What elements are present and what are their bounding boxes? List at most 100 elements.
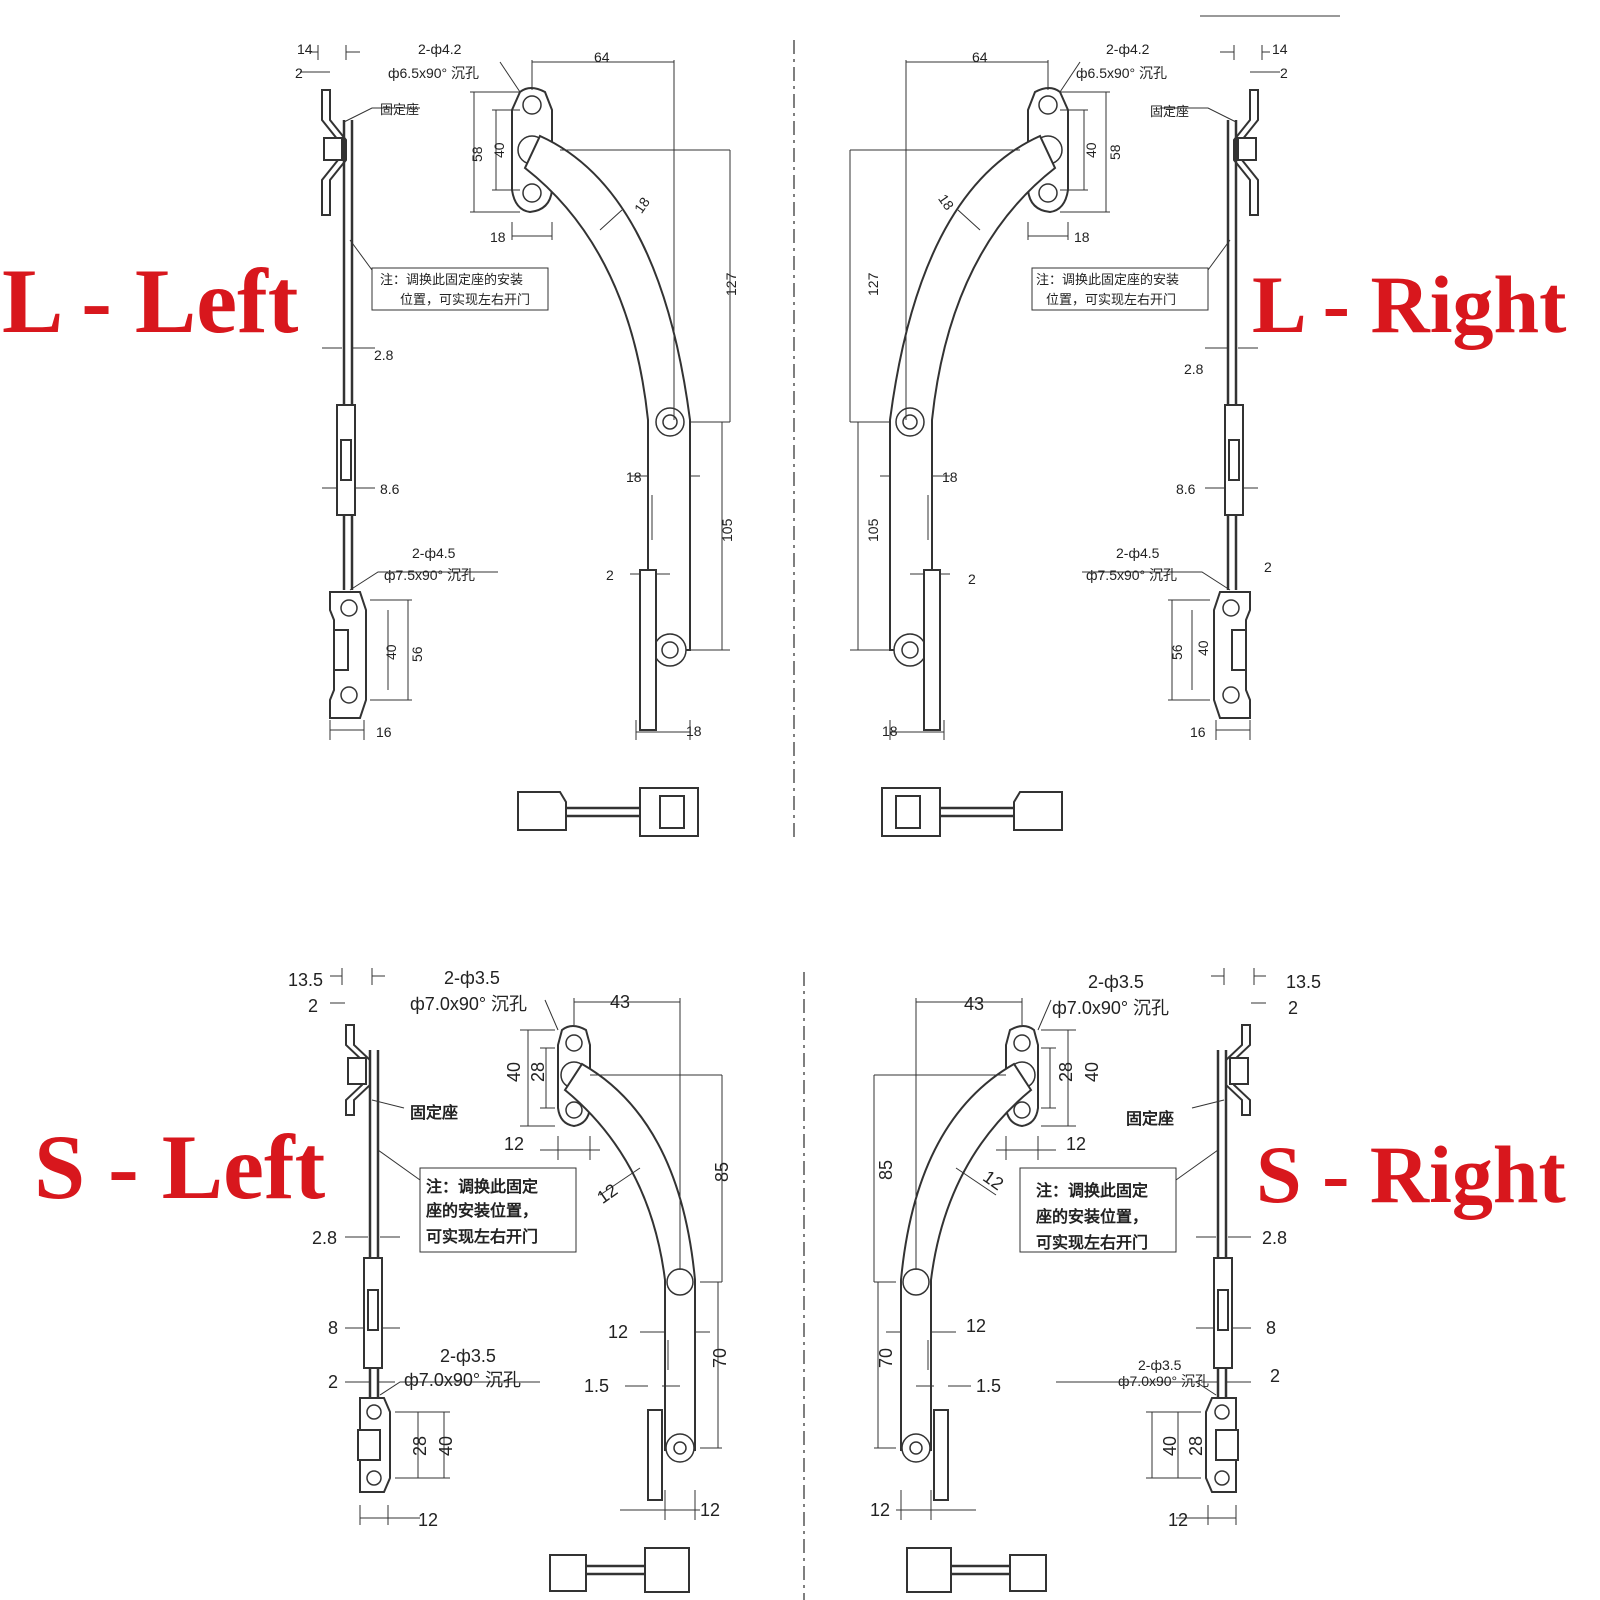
dim-40-side: 40	[1195, 640, 1211, 656]
dim-40-arm: 40	[1083, 142, 1099, 158]
hole-top-spec-1: 2-ф3.5	[1088, 972, 1144, 992]
dim-2: 2	[1280, 65, 1288, 81]
dim-13-5: 13.5	[1286, 972, 1321, 992]
seat-label: 固定座	[1126, 1109, 1174, 1128]
label-s-left: S - Left	[34, 1116, 326, 1218]
dim-8: 8	[328, 1318, 338, 1338]
s-right-drawing: 13.5 2 固定座 注：调换此固定 座的安装位置， 可实现左右开门 2.8 8…	[870, 966, 1321, 1594]
seat-label: 固定座	[410, 1103, 458, 1122]
dim-13-5: 13.5	[288, 970, 323, 990]
dim-127: 127	[723, 272, 739, 296]
label-s-right: S - Right	[1256, 1129, 1566, 1220]
hole-top-spec-1: 2-ф3.5	[444, 968, 500, 988]
dim-12-side: 12	[1168, 1510, 1188, 1530]
dim-40-side: 40	[436, 1436, 456, 1456]
note-line-2: 位置，可实现左右开门	[1046, 293, 1176, 308]
dim-58: 58	[469, 146, 485, 162]
dim-12-base: 12	[1066, 1134, 1086, 1154]
hole-bottom-spec-2: ф7.5x90° 沉孔	[1086, 567, 1177, 583]
dim-2-bracket: 2	[606, 567, 614, 583]
seat-label: 固定座	[1150, 105, 1189, 120]
dim-40-arm: 40	[504, 1062, 524, 1082]
note-line-1: 注：调换此固定座的安装	[1036, 272, 1179, 288]
dim-40-arm: 40	[1082, 1062, 1102, 1082]
label-l-left: L - Left	[2, 250, 299, 352]
dim-2-side: 2	[1270, 1366, 1280, 1386]
l-right-drawing: 14 2 固定座 注：调换此固定座的安装 位置，可实现左右开门 2.8 8.6 …	[848, 41, 1288, 838]
dim-70: 70	[876, 1348, 896, 1368]
hole-top-spec-2: ф6.5x90° 沉孔	[1076, 65, 1167, 81]
note-line-3: 可实现左右开门	[426, 1227, 538, 1246]
note-line-2: 位置，可实现左右开门	[400, 293, 530, 308]
dim-64: 64	[594, 49, 610, 65]
l-left-drawing: 14 2 固定座 注：调换此固定座的安装 位置，可实现左右开门 2.8 8.6 …	[295, 41, 739, 838]
dim-2-side: 2	[328, 1372, 338, 1392]
hole-bottom-spec-1: 2-ф4.5	[1116, 545, 1160, 561]
dim-2-8: 2.8	[312, 1228, 337, 1248]
hole-top-spec-1: 2-ф4.2	[1106, 41, 1150, 57]
dim-12-side: 12	[418, 1510, 438, 1530]
note-line-3: 可实现左右开门	[1036, 1233, 1148, 1252]
dim-2: 2	[295, 65, 303, 81]
dim-8-6: 8.6	[380, 481, 400, 497]
dim-12-arm: 12	[979, 1166, 1007, 1194]
dim-1-5: 1.5	[976, 1376, 1001, 1396]
note-line-1: 注：调换此固定座的安装	[380, 272, 523, 288]
dim-14: 14	[297, 41, 313, 57]
dim-8: 8	[1266, 1318, 1276, 1338]
dim-18-mid: 18	[626, 469, 642, 485]
dim-18-arm: 18	[631, 194, 653, 216]
hole-top-spec-2: ф6.5x90° 沉孔	[388, 65, 479, 81]
dim-105: 105	[719, 518, 735, 542]
note-line-1: 注：调换此固定	[1036, 1181, 1148, 1200]
dim-18-base: 18	[1074, 229, 1090, 245]
label-l-right: L - Right	[1252, 259, 1566, 350]
dim-18-bottom: 18	[882, 723, 898, 739]
dim-1-5: 1.5	[584, 1376, 609, 1396]
dim-43: 43	[610, 992, 630, 1012]
dim-2-bracket-side: 2	[1264, 559, 1272, 575]
hole-top-spec-2: ф7.0x90° 沉孔	[1052, 998, 1169, 1018]
dim-56: 56	[409, 646, 425, 662]
dim-8-6: 8.6	[1176, 481, 1196, 497]
dim-18-bottom: 18	[686, 723, 702, 739]
hole-bottom-spec-2: ф7.0x90° 沉孔	[404, 1370, 521, 1390]
dim-12-base: 12	[504, 1134, 524, 1154]
dim-2: 2	[308, 996, 318, 1016]
dim-56: 56	[1169, 644, 1185, 660]
dim-58: 58	[1107, 144, 1123, 160]
dim-2-bracket: 2	[968, 571, 976, 587]
hole-bottom-spec-1: 2-ф3.5	[440, 1346, 496, 1366]
dim-28-arm: 28	[528, 1062, 548, 1082]
dim-2-8: 2.8	[1184, 361, 1204, 377]
hole-top-spec-1: 2-ф4.2	[418, 41, 462, 57]
note-line-2: 座的安装位置，	[1035, 1207, 1148, 1226]
note-line-2: 座的安装位置，	[425, 1201, 538, 1220]
note-line-1: 注：调换此固定	[426, 1177, 538, 1196]
s-left-drawing: 13.5 2 固定座 注：调换此固定 座的安装位置， 可实现左右开门 2.8 8…	[288, 966, 732, 1594]
dim-2-8: 2.8	[374, 347, 394, 363]
dim-12-bottom: 12	[700, 1500, 720, 1520]
dim-16: 16	[1190, 724, 1206, 740]
hole-bottom-spec-1: 2-ф4.5	[412, 545, 456, 561]
dim-16: 16	[376, 724, 392, 740]
dim-70: 70	[710, 1348, 730, 1368]
dim-64: 64	[972, 49, 988, 65]
dim-40-side: 40	[1160, 1436, 1180, 1456]
dim-14: 14	[1272, 41, 1288, 57]
dim-28-arm: 28	[1056, 1062, 1076, 1082]
hole-bottom-spec-2: ф7.5x90° 沉孔	[384, 567, 475, 583]
dim-43: 43	[964, 994, 984, 1014]
dim-2: 2	[1288, 998, 1298, 1018]
hole-top-spec-2: ф7.0x90° 沉孔	[410, 994, 527, 1014]
hole-bottom-spec-2: ф7.0x90° 沉孔	[1118, 1373, 1209, 1389]
dim-28-side: 28	[1186, 1436, 1206, 1456]
dim-85: 85	[876, 1160, 896, 1180]
dim-127: 127	[865, 272, 881, 296]
dim-18-base: 18	[490, 229, 506, 245]
dim-40-arm: 40	[491, 142, 507, 158]
dim-40-side: 40	[383, 644, 399, 660]
dim-12-bottom: 12	[870, 1500, 890, 1520]
dim-85: 85	[712, 1162, 732, 1182]
